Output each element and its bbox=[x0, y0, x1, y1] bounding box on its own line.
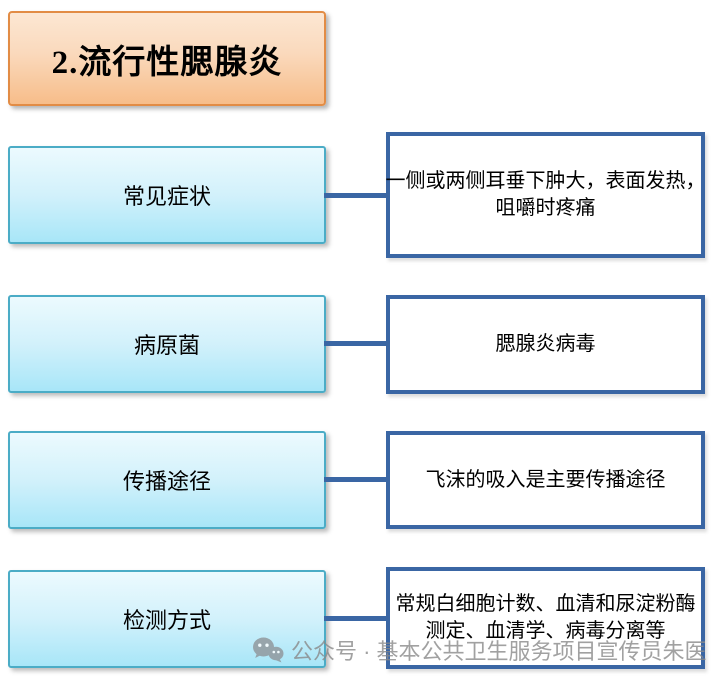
connector-line bbox=[324, 341, 390, 346]
wechat-icon bbox=[252, 636, 284, 664]
detail-text: 一侧或两侧耳垂下肿大，表面发热， 咀嚼时疼痛 bbox=[385, 170, 706, 219]
detail-box-pathogen: 腮腺炎病毒 bbox=[386, 295, 705, 394]
topic-box-pathogen: 病原菌 bbox=[8, 295, 326, 393]
topic-label: 病原菌 bbox=[133, 333, 200, 358]
detail-text: 常规白细胞计数、血清和尿淀粉酶 测定、血清学、病毒分离等 bbox=[395, 593, 696, 642]
topic-box-common-symptoms: 常见症状 bbox=[8, 146, 326, 244]
topic-box-transmission: 传播途径 bbox=[8, 431, 326, 529]
connector-line bbox=[324, 616, 390, 621]
topic-label: 检测方式 bbox=[122, 608, 211, 633]
detail-text: 飞沫的吸入是主要传播途径 bbox=[425, 468, 666, 491]
detail-box-detection: 常规白细胞计数、血清和尿淀粉酶 测定、血清学、病毒分离等 bbox=[386, 567, 705, 669]
page-title: 2.流行性腮腺炎 bbox=[51, 44, 283, 81]
title-box: 2.流行性腮腺炎 bbox=[8, 11, 326, 106]
connector-line bbox=[324, 477, 390, 482]
watermark-text: 公众号 · 基本公共卫生服务项目宣传员朱医 bbox=[291, 639, 707, 664]
watermark: 公众号 · 基本公共卫生服务项目宣传员朱医 bbox=[252, 633, 707, 667]
detail-text: 腮腺炎病毒 bbox=[495, 333, 596, 355]
connector-line bbox=[324, 193, 390, 198]
detail-box-transmission: 飞沫的吸入是主要传播途径 bbox=[386, 431, 705, 529]
topic-label: 传播途径 bbox=[122, 469, 211, 494]
detail-box-common-symptoms: 一侧或两侧耳垂下肿大，表面发热， 咀嚼时疼痛 bbox=[386, 132, 706, 258]
topic-label: 常见症状 bbox=[122, 184, 211, 209]
